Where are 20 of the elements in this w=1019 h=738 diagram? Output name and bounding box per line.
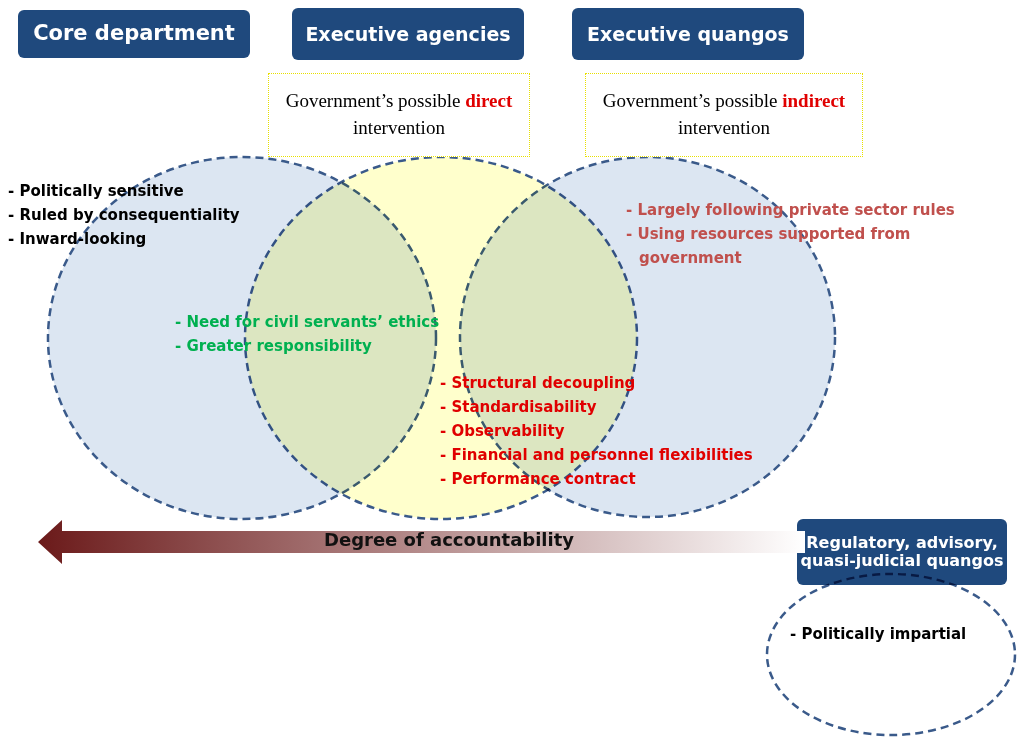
bullet-text: - Financial and personnel flexibilities: [440, 446, 753, 464]
bullet-text: - Need for civil servants’ ethics: [175, 313, 440, 331]
header-box: Executive quangos: [572, 8, 804, 60]
note-box: Government’s possible direct intervention: [268, 73, 530, 157]
bullet-text: - Ruled by consequentiality: [8, 205, 240, 226]
bullet-text: - Politically impartial: [790, 624, 967, 645]
bullet-text: - Standardisability: [440, 398, 597, 416]
bullet-text: - Observability: [440, 422, 565, 440]
header-box: Executive agencies: [292, 8, 524, 60]
arrow-label: Degree of accountability: [324, 529, 575, 550]
bullet-text: - Inward-looking: [8, 229, 147, 250]
header-box: Core department: [18, 10, 250, 58]
note-box: Government’s possible indirect intervention: [585, 73, 863, 157]
bullet-text: - Politically sensitive: [8, 181, 184, 202]
bullet-text: - Greater responsibility: [175, 337, 372, 355]
bullet-text: - Performance contract: [440, 470, 636, 488]
header-box: Regulatory, advisory, quasi-judicial quangos: [797, 519, 1007, 585]
bullet-text: - Largely following private sector rules: [626, 200, 956, 221]
bullet-text: - Using resources supported from government: [626, 224, 912, 269]
bullet-text: - Structural decoupling: [440, 374, 636, 392]
